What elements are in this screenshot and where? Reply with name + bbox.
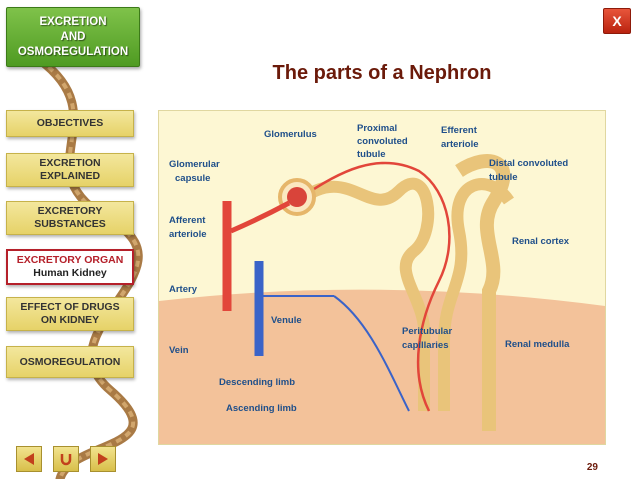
label-vein: Vein bbox=[169, 345, 189, 356]
nav-effect-of-drugs[interactable]: EFFECT OF DRUGS ON KIDNEY bbox=[6, 297, 134, 331]
close-button[interactable]: X bbox=[603, 8, 631, 34]
label-proximal-2: convoluted bbox=[357, 136, 408, 147]
nav-objectives-label: OBJECTIVES bbox=[36, 117, 104, 129]
label-artery: Artery bbox=[169, 284, 198, 295]
nav-osmoregulation[interactable]: OSMOREGULATION bbox=[6, 346, 134, 378]
label-efferent-2: arteriole bbox=[441, 139, 479, 150]
label-peritubular-2: capillaries bbox=[402, 340, 448, 351]
page-number: 29 bbox=[586, 462, 598, 473]
ascending-limb-tubule bbox=[438, 178, 514, 411]
label-descending-limb: Descending limb bbox=[219, 377, 295, 388]
label-distal-2: tubule bbox=[489, 172, 518, 183]
triangle-right-icon bbox=[98, 453, 108, 465]
triangle-left-icon bbox=[24, 453, 34, 465]
decorative-rope bbox=[35, 55, 143, 479]
u-turn-icon bbox=[60, 454, 72, 466]
collecting-duct bbox=[455, 154, 511, 431]
title-line-1: EXCRETION bbox=[39, 15, 107, 28]
nav-excretory-substances-line1: EXCRETORY bbox=[37, 205, 103, 217]
nephron-illustration: Glomerulus Proximal convoluted tubule Ef… bbox=[159, 123, 605, 444]
label-ascending-limb: Ascending limb bbox=[226, 403, 297, 414]
page-title: The parts of a Nephron bbox=[272, 62, 492, 84]
label-afferent-2: arteriole bbox=[169, 229, 207, 240]
nav-excretory-substances[interactable]: EXCRETORY SUBSTANCES bbox=[6, 201, 134, 235]
nav-excretion-explained[interactable]: EXCRETION EXPLAINED bbox=[6, 153, 134, 187]
glomerulus bbox=[287, 187, 307, 207]
label-glomerular-2: capsule bbox=[175, 173, 210, 184]
renal-medulla-region bbox=[159, 289, 605, 444]
title-line-2: AND bbox=[60, 30, 86, 43]
peritubular-capillaries bbox=[298, 161, 451, 412]
nav-excretion-explained-line2: EXPLAINED bbox=[39, 170, 101, 182]
label-renal-cortex: Renal cortex bbox=[512, 236, 570, 247]
label-afferent-1: Afferent bbox=[169, 215, 206, 226]
descending-limb-tubule bbox=[295, 177, 435, 411]
previous-button[interactable] bbox=[16, 446, 42, 472]
nav-effect-of-drugs-line1: EFFECT OF DRUGS bbox=[20, 301, 120, 313]
label-venule: Venule bbox=[271, 315, 302, 326]
label-peritubular-1: Peritubular bbox=[402, 326, 452, 337]
nav-excretory-organ-label: EXCRETORY ORGAN bbox=[16, 254, 124, 266]
nav-excretory-organ[interactable]: EXCRETORY ORGAN Human Kidney bbox=[6, 249, 134, 285]
title-line-3: OSMOREGULATION bbox=[17, 45, 129, 58]
nephron-diagram: Glomerulus Proximal convoluted tubule Ef… bbox=[158, 110, 606, 445]
label-renal-medulla: Renal medulla bbox=[505, 339, 570, 350]
nav-osmoregulation-label: OSMOREGULATION bbox=[19, 355, 121, 368]
afferent-arteriole bbox=[230, 200, 291, 234]
next-button[interactable] bbox=[90, 446, 116, 472]
nav-excretory-substances-line2: SUBSTANCES bbox=[34, 218, 106, 230]
app-title: EXCRETION AND OSMOREGULATION bbox=[6, 7, 140, 67]
nav-excretion-explained-line1: EXCRETION bbox=[39, 157, 101, 169]
home-button[interactable] bbox=[53, 446, 79, 472]
nav-effect-of-drugs-line2: ON KIDNEY bbox=[40, 314, 100, 326]
label-glomerular-1: Glomerular bbox=[169, 159, 220, 170]
label-proximal-1: Proximal bbox=[357, 123, 397, 134]
nav-objectives[interactable]: OBJECTIVES bbox=[6, 110, 134, 137]
nav-excretory-organ-sub: Human Kidney bbox=[33, 267, 107, 279]
label-proximal-3: tubule bbox=[357, 149, 386, 160]
label-distal-1: Distal convoluted bbox=[489, 158, 568, 169]
label-glomerulus: Glomerulus bbox=[264, 129, 317, 140]
label-efferent-1: Efferent bbox=[441, 125, 478, 136]
